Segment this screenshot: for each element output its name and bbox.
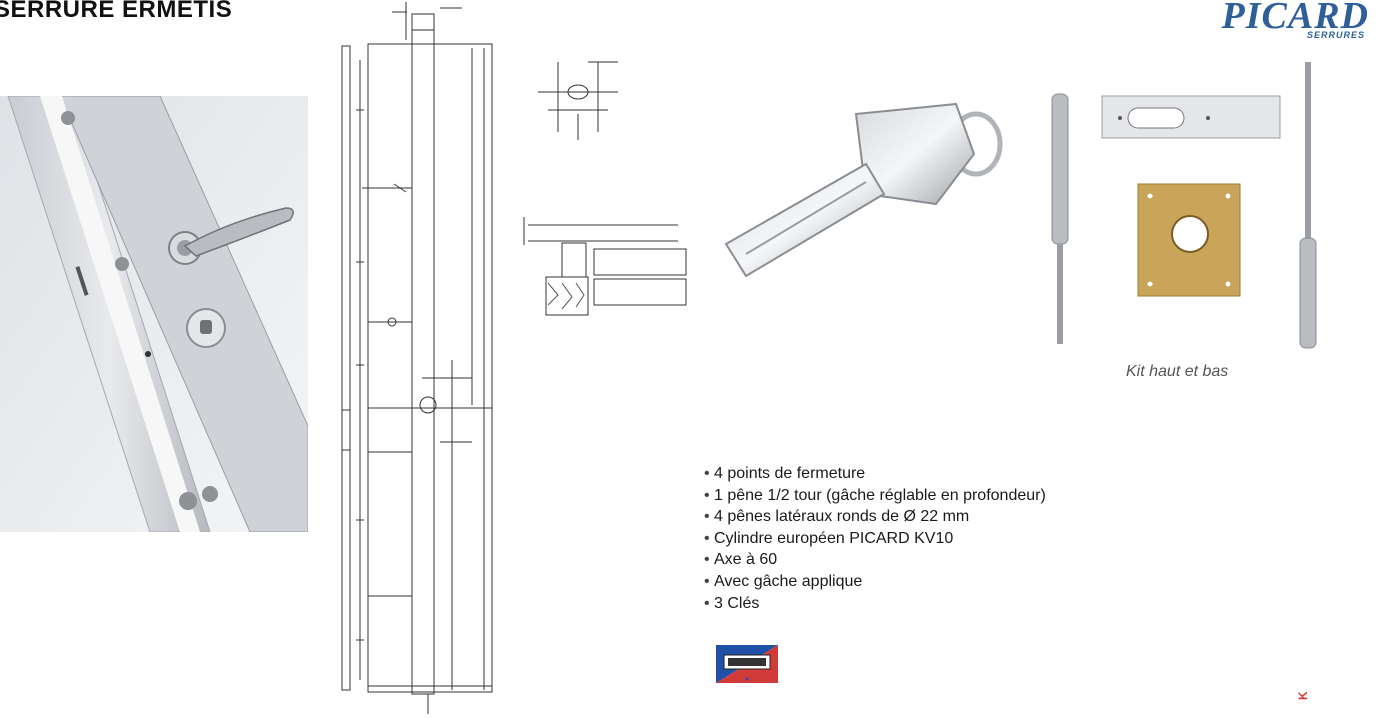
brand-logo: PICARD SERRURES xyxy=(1209,0,1369,48)
feature-list: •4 points de fermeture •1 pêne 1/2 tour … xyxy=(704,463,1046,614)
feature-text: Axe à 60 xyxy=(714,551,778,569)
kit-photo xyxy=(1030,58,1330,358)
list-item: •4 points de fermeture xyxy=(704,465,866,482)
list-item: •Cylindre européen PICARD KV10 xyxy=(704,529,954,547)
feature-text: 1 pêne 1/2 tour (gâche réglable en profo… xyxy=(714,486,1046,504)
strike-plate-lines xyxy=(523,217,687,316)
drawing-lines xyxy=(341,2,493,714)
brand-subtitle: SERRURES xyxy=(1306,30,1365,40)
list-item: •4 pênes latéraux ronds de Ø 22 mm xyxy=(704,508,970,526)
kit-illustration xyxy=(1051,62,1317,349)
key-illustration xyxy=(724,102,1003,278)
list-item: •3 Clés xyxy=(704,594,760,612)
list-item: •1 pêne 1/2 tour (gâche réglable en prof… xyxy=(704,486,1046,504)
brand-name: PICARD xyxy=(1221,0,1369,37)
page-title: SERRURE ERMETIS xyxy=(0,0,233,23)
feature-text: Cylindre européen PICARD KV10 xyxy=(714,529,954,547)
strike-plate-section xyxy=(518,205,696,325)
feature-text: 4 points de fermeture xyxy=(714,465,866,482)
certification-badge xyxy=(716,645,778,683)
list-item: •Avec gâche applique xyxy=(704,572,863,590)
lock-illustration xyxy=(0,96,308,532)
key-photo xyxy=(706,94,1006,294)
badge-icon xyxy=(716,645,778,683)
list-item: •Axe à 60 xyxy=(704,551,778,569)
feature-text: 3 Clés xyxy=(714,594,760,612)
corner-mark: K xyxy=(1296,691,1310,700)
lock-technical-drawing xyxy=(332,0,532,718)
feature-text: 4 pênes latéraux ronds de Ø 22 mm xyxy=(714,508,970,526)
bolt-detail-lines xyxy=(538,61,618,140)
kit-caption: Kit haut et bas xyxy=(1126,363,1229,380)
lock-photo xyxy=(0,96,308,532)
feature-text: Avec gâche applique xyxy=(714,572,863,590)
bolt-detail-drawing xyxy=(518,52,628,148)
